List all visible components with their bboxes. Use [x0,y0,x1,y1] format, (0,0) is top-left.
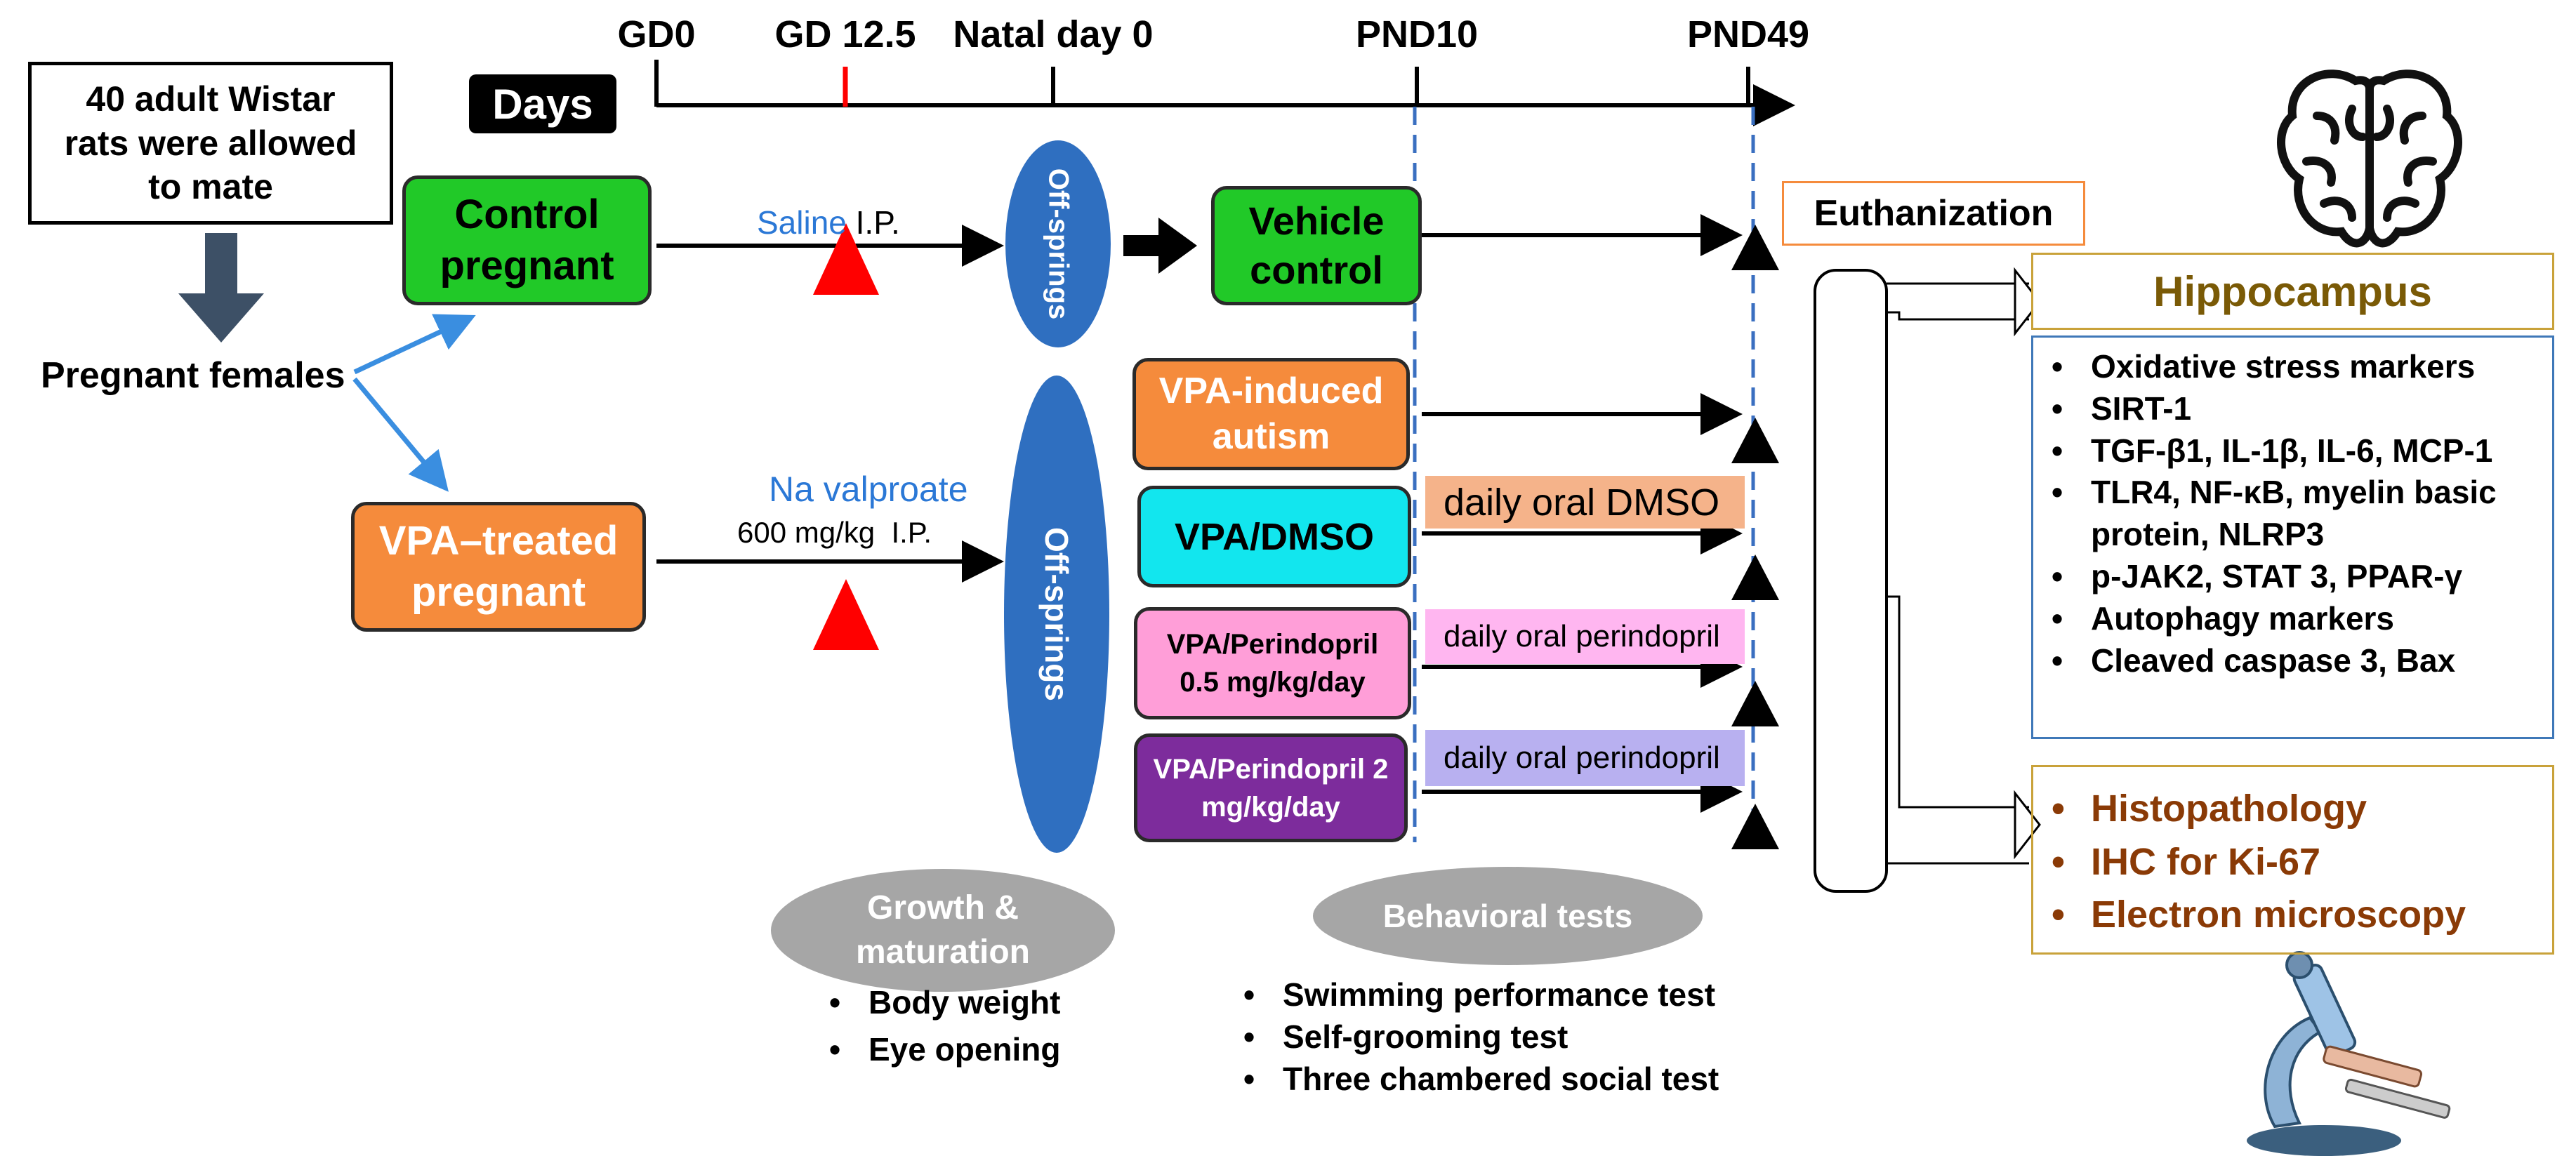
offspring-to-vehicle-arrow [1123,218,1197,274]
list-item: IHC for Ki-67 [2052,836,2545,889]
list-item: Oxidative stress markers [2052,346,2545,388]
behavioral-tests-title: Behavioral tests [1382,898,1633,934]
histology-list: Histopathology IHC for Ki-67 Electron mi… [2047,783,2545,942]
histo-hollow-arrowhead [2014,790,2041,860]
hippocampus-list: Oxidative stress markers SIRT-1 TGF-β1, … [2047,346,2545,682]
valproate-name: Na valproate [769,470,968,509]
vehicle-endpoint-triangle [1731,225,1779,270]
perindopril-high-treatment-bar: daily oral perindopril [1425,730,1745,786]
saline-injection-triangle [813,223,879,295]
saline-route: I.P. [855,204,900,241]
start-box: 40 adult Wistar rats were allowed to mat… [28,62,393,225]
euthanization-bracket [1814,269,1888,893]
perindopril-low-treatment-bar: daily oral perindopril [1425,609,1745,664]
growth-list: Body weight Eye opening [825,979,1061,1073]
brain-icon [2277,69,2462,248]
histology-box: Histopathology IHC for Ki-67 Electron mi… [2031,765,2554,955]
valproate-dose: 600 mg/kg I.P. [737,516,932,549]
vpa-perindopril-low-box: VPA/Perindopril 0.5 mg/kg/day [1134,607,1411,719]
autism-endpoint-triangle [1731,418,1779,463]
offsprings-top-label: Off-springs [1043,168,1074,320]
dmso-endpoint-triangle [1731,554,1779,600]
pregnant-females-label: Pregnant females [41,355,345,396]
dmso-treatment-bar: daily oral DMSO [1425,476,1745,529]
vpa-autism-box: VPA-induced autism [1132,358,1410,470]
list-item: Body weight [829,979,1061,1026]
tick-label-pnd49: PND49 [1686,13,1810,55]
connector-histo [1887,595,2029,809]
tick-label-gd125: GD 12.5 [774,13,916,55]
hippocampus-title-box: Hippocampus [2031,253,2554,330]
valproate-injection-triangle [813,579,879,650]
tick-label-pnd10: PND10 [1355,13,1479,55]
microscope-icon [2247,951,2451,1156]
vehicle-control-box: Vehicle control [1211,186,1422,305]
saline-name: Saline [757,204,847,241]
vpa-perindopril-high-box: VPA/Perindopril 2 mg/kg/day [1134,733,1408,842]
offsprings-bottom-ellipse: Off-springs [1004,376,1109,853]
arrow-to-vpa [352,377,449,492]
list-item: Eye opening [829,1026,1061,1073]
list-item: TGF-β1, IL-1β, IL-6, MCP-1 [2052,430,2545,472]
growth-maturation-title: Growth & maturation [855,889,1030,971]
offsprings-bottom-label: Off-springs [1038,527,1076,701]
hippocampus-list-box: Oxidative stress markers SIRT-1 TGF-β1, … [2031,335,2554,739]
list-item: TLR4, NF-κB, myelin basic protein, NLRP3 [2052,472,2512,556]
days-label: Days [469,74,616,133]
behavioral-tests-ellipse: Behavioral tests [1313,867,1703,965]
hippo-hollow-arrowhead [2014,267,2041,337]
growth-maturation-ellipse: Growth & maturation [771,869,1115,992]
list-item: Self-grooming test [1243,1016,1719,1058]
list-item: Swimming performance test [1243,974,1719,1016]
tick-label-natal-day: Natal day 0 [953,13,1154,55]
list-item: Cleaved caspase 3, Bax [2052,640,2545,682]
list-item: p-JAK2, STAT 3, PPAR-γ [2052,556,2545,598]
vpa-pregnant-box: VPA–treated pregnant [351,502,646,632]
offsprings-top-ellipse: Off-springs [1005,140,1111,347]
euthanization-box: Euthanization [1782,181,2085,246]
peri-high-endpoint-triangle [1731,804,1779,849]
behavioral-list: Swimming performance test Self-grooming … [1239,974,1719,1100]
list-item: Three chambered social test [1243,1058,1719,1101]
list-item: Histopathology [2052,783,2545,836]
connector-hippo-2 [1887,311,2029,321]
vpa-dmso-box: VPA/DMSO [1137,486,1411,587]
tick-label-gd0: GD0 [617,13,696,55]
control-pregnant-box: Control pregnant [402,175,652,305]
down-arrow [178,233,264,343]
arrow-to-control [353,314,476,375]
saline-label: Saline I.P. [757,204,900,241]
list-item: Autophagy markers [2052,598,2545,640]
list-item: Electron microscopy [2052,889,2545,942]
peri-low-endpoint-triangle [1731,681,1779,726]
list-item: SIRT-1 [2052,388,2545,430]
